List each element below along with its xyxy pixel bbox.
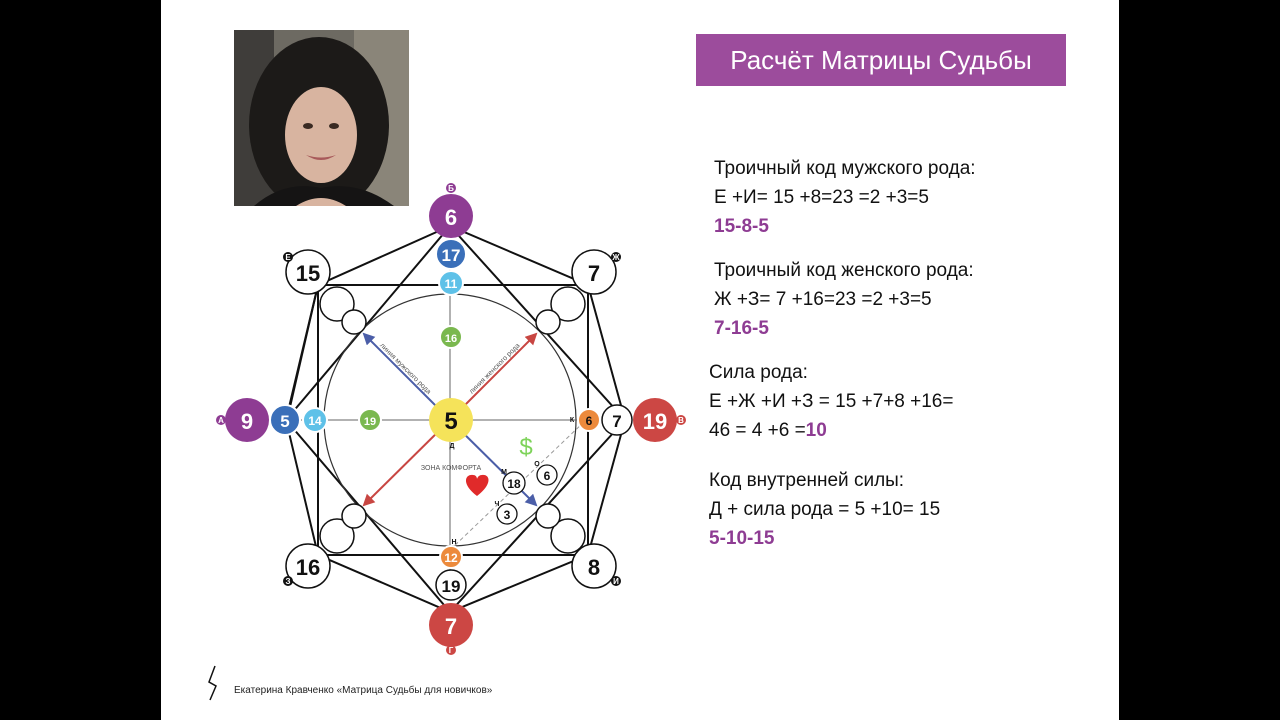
- inner-power-result: 5-10-15: [709, 528, 775, 549]
- presenter-image: [234, 30, 409, 206]
- right-inner-circle: [601, 404, 633, 436]
- top-green-value: 16: [445, 333, 457, 345]
- inner-6-circle: [536, 464, 558, 486]
- letter-a: А: [218, 416, 224, 425]
- letter-k: К: [570, 417, 575, 424]
- top-blue-value: 17: [442, 246, 461, 265]
- letter-e: Е: [285, 253, 291, 262]
- letter-v: В: [678, 416, 684, 425]
- presenter-video: [234, 30, 409, 206]
- corner-bl-circle: [285, 543, 331, 589]
- inner-18-value: 18: [507, 477, 521, 491]
- power-block: Сила рода: Е +Ж +И +З = 15 +7+8 +16= 46 …: [709, 358, 953, 445]
- right-outer-value: 19: [643, 409, 667, 434]
- left-green-value: 19: [364, 416, 376, 428]
- inner-3-circle: [496, 503, 518, 525]
- heart-icon: [466, 474, 489, 496]
- male-code-result: 15-8-5: [714, 216, 769, 237]
- top-light-value: 11: [445, 277, 458, 291]
- letter-i: И: [613, 577, 619, 586]
- right-orange-value: 6: [586, 414, 593, 428]
- inner-3-value: 3: [504, 508, 511, 522]
- inner-power-block: Код внутренней силы: Д + сила рода = 5 +…: [709, 466, 940, 553]
- male-line-label: линия мужского рода: [378, 342, 432, 396]
- bottom-inner-value: 19: [442, 577, 461, 596]
- slide: Расчёт Матрицы Судьбы Троичный код мужск…: [161, 0, 1119, 720]
- dollar-icon: $: [519, 434, 532, 461]
- left-green-circle: [358, 408, 382, 432]
- female-line-label: линия женского рода: [468, 342, 521, 395]
- center-circle: [429, 398, 473, 442]
- female-code-result: 7-16-5: [714, 318, 769, 339]
- letter-ch: Ч: [495, 501, 500, 508]
- bottom-outer-circle: [429, 603, 473, 647]
- letter-z: З: [285, 577, 290, 586]
- letter-b: Б: [448, 184, 454, 193]
- power-formula-2: 46 = 4 +6 =10: [709, 416, 953, 445]
- comfort-zone-label: ЗОНА КОМФОРТА: [421, 465, 482, 472]
- corner-tr-value: 7: [588, 261, 600, 286]
- left-light-value: 14: [308, 414, 322, 428]
- left-blue-circle: [269, 404, 301, 436]
- letter-d: Д: [450, 443, 455, 450]
- power-formula-2-prefix: 46 = 4 +6 =: [709, 420, 806, 441]
- top-light-circle: [438, 270, 464, 296]
- left-outer-circle: [225, 398, 269, 442]
- bottom-orange-circle: [439, 545, 463, 569]
- center-value: 5: [444, 408, 457, 435]
- left-light-circle: [302, 407, 328, 433]
- male-code-block: Троичный код мужского рода: Е +И= 15 +8=…: [714, 154, 976, 241]
- letter-m: М: [501, 469, 507, 476]
- right-outer-circle: [633, 398, 677, 442]
- letter-o: О: [534, 461, 540, 468]
- power-heading: Сила рода:: [709, 362, 808, 383]
- bottom-orange-value: 12: [444, 551, 458, 565]
- top-outer-circle: [429, 194, 473, 238]
- destiny-matrix-diagram: линия мужского рода линия женского рода …: [216, 183, 686, 655]
- footer-credit: Екатерина Кравченко «Матрица Судьбы для …: [234, 685, 493, 696]
- inner-18-circle: [502, 471, 526, 495]
- left-blue-value: 5: [280, 412, 289, 431]
- female-code-block: Троичный код женского рода: Ж +З= 7 +16=…: [714, 256, 974, 343]
- top-outer-value: 6: [445, 205, 457, 230]
- bottom-outer-value: 7: [445, 614, 457, 639]
- top-blue-circle: [435, 238, 467, 270]
- inner-power-heading: Код внутренней силы:: [709, 470, 905, 491]
- corner-tl-value: 15: [296, 261, 320, 286]
- power-result: 10: [805, 420, 827, 441]
- top-green-circle: [439, 325, 463, 349]
- corner-tl-circle: [285, 249, 331, 295]
- bottom-inner-circle: [435, 569, 467, 601]
- corner-br-circle: [571, 543, 617, 589]
- logo-mark-icon: [208, 665, 217, 701]
- corner-br-value: 8: [588, 555, 600, 580]
- power-formula-1: Е +Ж +И +З = 15 +7+8 +16=: [709, 391, 954, 412]
- left-outer-value: 9: [241, 409, 253, 434]
- position-letters: Б А В Г Е Ж З И: [216, 183, 686, 655]
- inner-6-value: 6: [544, 469, 551, 483]
- male-code-heading: Троичный код мужского рода:: [714, 158, 976, 179]
- slide-title: Расчёт Матрицы Судьбы: [696, 34, 1066, 86]
- inner-power-formula: Д + сила рода = 5 +10= 15: [709, 499, 941, 520]
- connector-circles: [319, 286, 586, 554]
- right-orange-circle: [577, 408, 601, 432]
- corner-tr-circle: [571, 249, 617, 295]
- male-code-formula: Е +И= 15 +8=23 =2 +3=5: [714, 187, 929, 208]
- corner-bl-value: 16: [296, 555, 320, 580]
- inner-letters: Д М О Ч К Н: [450, 417, 575, 546]
- female-code-formula: Ж +З= 7 +16=23 =2 +3=5: [714, 289, 932, 310]
- female-code-heading: Троичный код женского рода:: [714, 260, 974, 281]
- letter-n: Н: [451, 539, 456, 546]
- right-inner-value: 7: [612, 412, 621, 431]
- letter-g: Г: [449, 646, 454, 655]
- letter-zh: Ж: [611, 253, 620, 262]
